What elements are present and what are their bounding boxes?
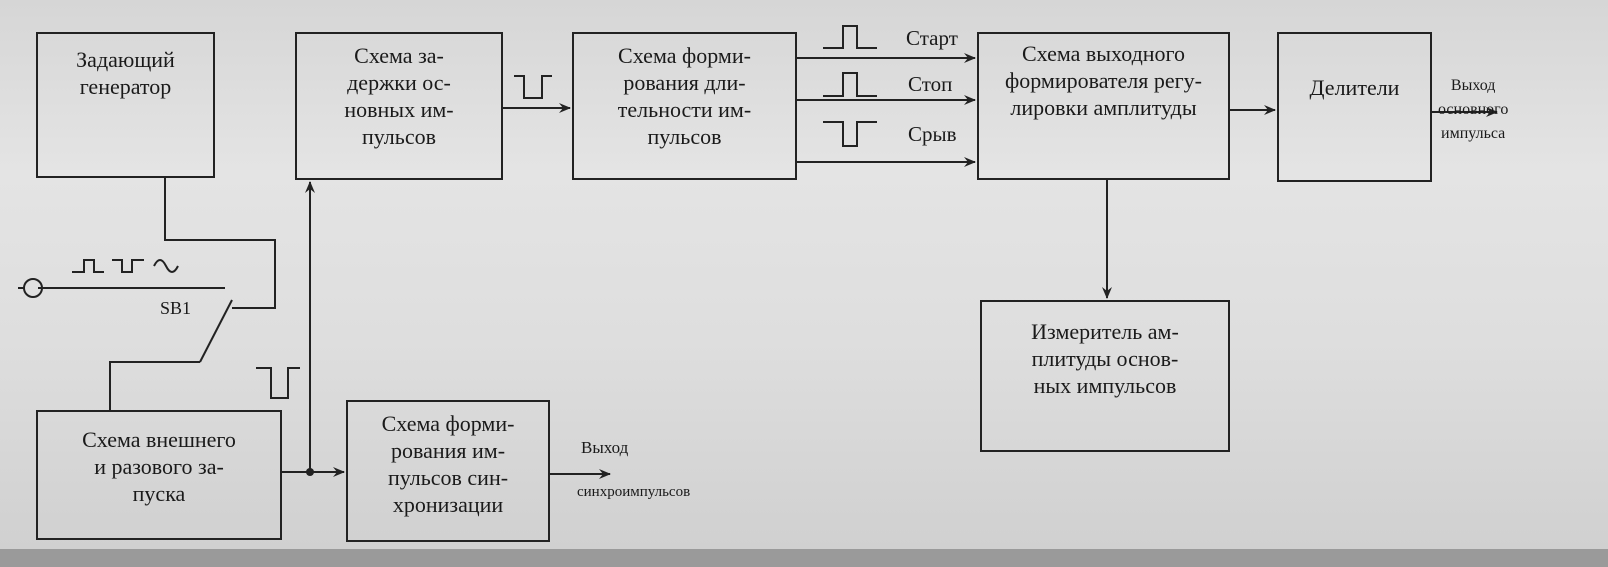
- switch-blade: [199, 299, 233, 363]
- main-output-label: Выход основного импульса: [1438, 77, 1509, 142]
- pulse-icon-breakdown: [823, 121, 877, 147]
- master-generator-block: Задающий генератор: [36, 32, 215, 178]
- sync-circuit-block: Схема форми- рования им- пульсов син- хр…: [346, 400, 550, 542]
- breakdown-label: Срыв: [908, 122, 957, 146]
- output-shaper-block: Схема выходного формирователя регу- лиро…: [977, 32, 1230, 180]
- duration-circuit-label: Схема форми- рования дли- тельности им- …: [617, 43, 752, 149]
- external-trigger-block: Схема внешнего и разового за- пуска: [36, 410, 282, 540]
- pulse-icon-delay-out: [514, 75, 552, 99]
- sine-icon-input: [153, 259, 179, 273]
- pulse-icon-input-positive: [72, 259, 104, 273]
- duration-circuit-block: Схема форми- рования дли- тельности им- …: [572, 32, 797, 180]
- pulse-icon-input-negative: [112, 259, 144, 273]
- delay-circuit-block: Схема за- держки ос- новных им- пульсов: [295, 32, 503, 180]
- master-generator-label: Задающий генератор: [76, 47, 175, 99]
- start-label: Старт: [906, 26, 958, 50]
- external-trigger-label: Схема внешнего и разового за- пуска: [82, 427, 236, 506]
- pulse-icon-trigger: [256, 367, 300, 399]
- sync-output-title: Выход: [581, 438, 629, 457]
- generator-to-switch-line: [164, 178, 276, 309]
- amplitude-meter-label: Измеритель ам- плитуды основ- ных импуль…: [1031, 319, 1179, 398]
- amplitude-meter-block: Измеритель ам- плитуды основ- ных импуль…: [980, 300, 1230, 452]
- junction-dot: [306, 468, 314, 476]
- stop-label: Стоп: [908, 72, 953, 96]
- dividers-block: Делители: [1277, 32, 1432, 182]
- scan-edge: [0, 549, 1608, 567]
- delay-circuit-label: Схема за- держки ос- новных им- пульсов: [344, 43, 454, 149]
- sync-output-sub: синхроимпульсов: [577, 484, 691, 500]
- output-shaper-label: Схема выходного формирователя регу- лиро…: [1004, 41, 1202, 120]
- pulse-icon-start: [823, 25, 877, 49]
- sync-circuit-label: Схема форми- рования им- пульсов син- хр…: [381, 411, 515, 517]
- dividers-label: Делители: [1309, 75, 1400, 100]
- switch-to-trigger-line: [109, 361, 200, 410]
- switch-label: SB1: [160, 298, 192, 318]
- pulse-icon-stop: [823, 72, 877, 97]
